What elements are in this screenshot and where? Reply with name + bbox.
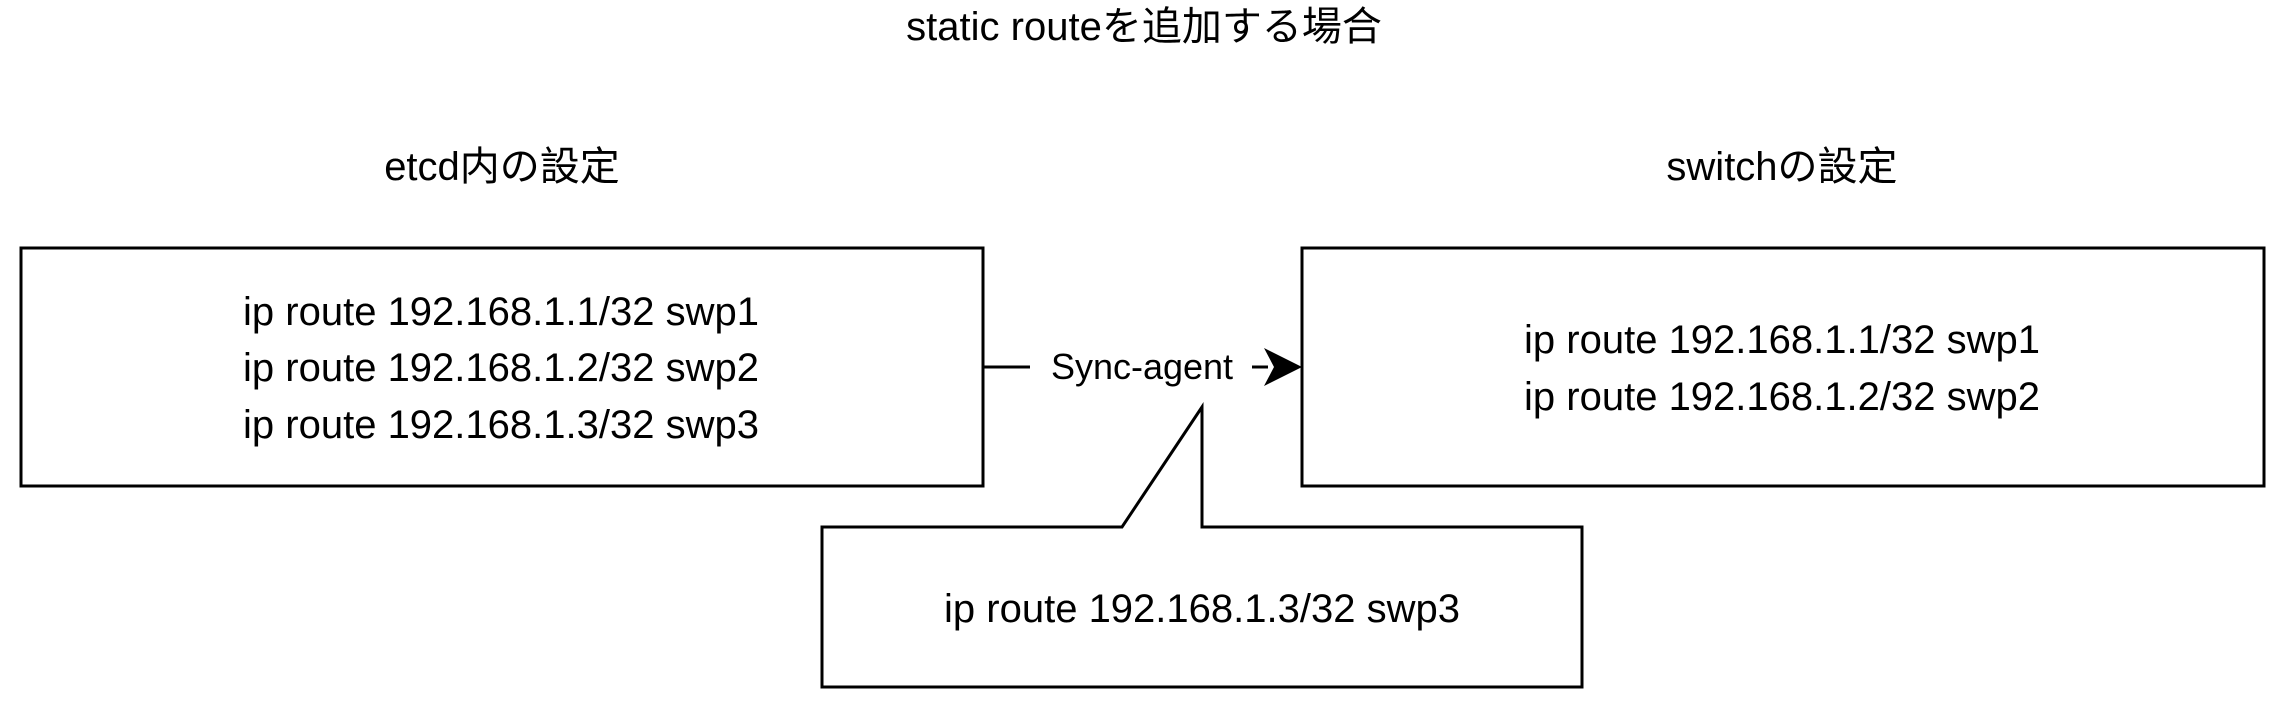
switch-config-box xyxy=(1300,246,2266,488)
diagram-title: static routeを追加する場合 xyxy=(906,5,1382,49)
callout-bubble xyxy=(820,402,1584,689)
sync-agent-label: Sync-agent xyxy=(1051,346,1233,387)
callout-route-text: ip route 192.168.1.3/32 swp3 xyxy=(944,587,1460,631)
switch-route-line-1: ip route 192.168.1.1/32 swp1 xyxy=(1524,318,2040,362)
etcd-config-box xyxy=(19,246,985,488)
sync-label-background xyxy=(1030,343,1252,389)
etcd-route-line-1: ip route 192.168.1.1/32 swp1 xyxy=(243,290,759,334)
etcd-route-line-3: ip route 192.168.1.3/32 swp3 xyxy=(243,403,759,447)
switch-route-line-2: ip route 192.168.1.2/32 swp2 xyxy=(1524,375,2040,419)
sync-connector-arrowhead xyxy=(1264,348,1302,386)
etcd-heading: etcd内の設定 xyxy=(384,145,620,189)
switch-heading: switchの設定 xyxy=(1666,145,1897,189)
etcd-route-line-2: ip route 192.168.1.2/32 swp2 xyxy=(243,346,759,390)
